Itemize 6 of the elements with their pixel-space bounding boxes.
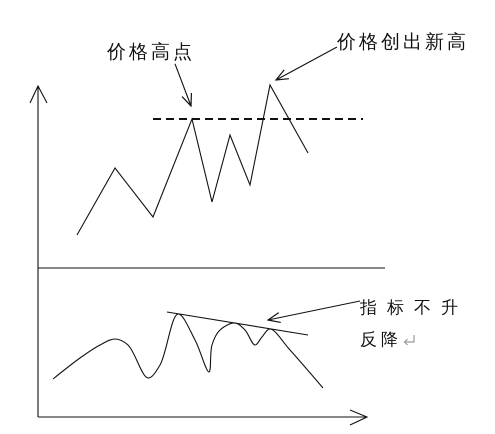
leader-arrow xyxy=(174,64,192,107)
annotation-text: 价格创出新高 xyxy=(337,32,469,54)
annotation-text: 指标不升反降 xyxy=(360,292,462,356)
leader-arrow xyxy=(275,46,338,81)
leader-arrow xyxy=(267,300,360,324)
annotation-text: 价格高点 xyxy=(107,42,195,64)
